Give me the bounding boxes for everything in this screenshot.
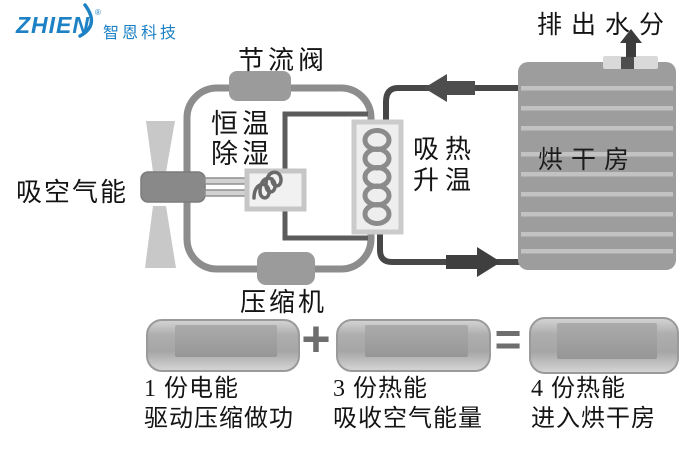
company-name: 智恩科技 xyxy=(103,25,180,42)
brand-logo: ZHIEN xyxy=(16,12,90,38)
left-arrow-icon xyxy=(424,74,475,102)
fan-blade-bottom xyxy=(145,206,176,268)
label-throttle-valve: 节流阀 xyxy=(238,46,329,75)
right-arrow-icon xyxy=(446,247,501,277)
label-compressor: 压缩机 xyxy=(240,288,328,317)
condenser-coil-box xyxy=(351,119,404,235)
drying-room-box xyxy=(518,56,676,270)
fan-blade-top xyxy=(146,121,175,172)
compressor-block xyxy=(257,252,315,285)
plus-operator: + xyxy=(301,311,331,367)
battery-heat-energy xyxy=(336,319,491,372)
coil-icon xyxy=(252,170,283,200)
label-line: 吸热 xyxy=(413,135,478,164)
caption-line: 1 份电能 xyxy=(144,376,239,402)
fan-icon xyxy=(140,121,206,268)
registered-mark: ® xyxy=(95,8,101,17)
label-absorb-air-energy: 吸空气能 xyxy=(16,178,129,207)
label-heat-absorb: 吸热 升温 xyxy=(413,134,477,196)
label-line: 除湿 xyxy=(211,139,273,169)
air-pipe-top xyxy=(383,85,520,134)
caption-line: 进入烘干房 xyxy=(531,406,656,432)
equals-operator: = xyxy=(494,313,522,365)
fan-hub xyxy=(140,171,206,203)
caption-line: 驱动压缩做功 xyxy=(144,406,294,432)
air-pipe-bottom xyxy=(377,222,520,265)
label-line: 恒温 xyxy=(211,109,273,139)
label-drying-room: 烘干房 xyxy=(538,147,638,174)
energy-caption-heat: 3 份热能 吸收空气能量 xyxy=(333,374,483,434)
label-line: 升温 xyxy=(413,166,478,195)
battery-total-energy xyxy=(529,317,679,374)
coil-icon xyxy=(362,128,392,226)
vent-slot xyxy=(621,57,634,69)
battery-cell xyxy=(365,325,468,357)
caption-line: 3 份热能 xyxy=(333,376,428,402)
caption-line: 吸收空气能量 xyxy=(333,406,483,432)
label-discharge-moisture: 排出水分 xyxy=(537,12,674,39)
logo-swoosh-icon xyxy=(78,3,94,38)
drying-room-stripes xyxy=(521,86,673,254)
fan-connector-pipe xyxy=(204,177,249,185)
battery-cell xyxy=(175,325,277,357)
energy-caption-total: 4 份热能 进入烘干房 xyxy=(531,374,656,434)
throttle-valve-block xyxy=(229,71,291,101)
fan-connector-pipe xyxy=(204,189,249,197)
up-arrow-icon xyxy=(620,29,642,57)
evaporator-coil-box xyxy=(244,168,307,212)
caption-line: 4 份热能 xyxy=(531,376,626,402)
battery-electric-energy xyxy=(146,319,300,372)
energy-caption-electric: 1 份电能 驱动压缩做功 xyxy=(144,374,294,434)
battery-cell xyxy=(557,323,657,359)
label-dehumidify: 恒温 除湿 xyxy=(211,109,273,169)
